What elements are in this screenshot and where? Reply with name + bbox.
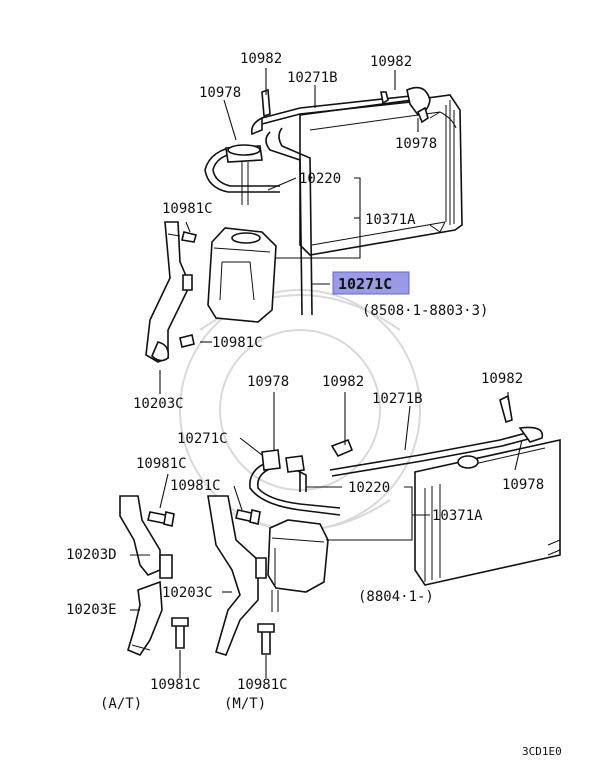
bolt-bottom-mid bbox=[235, 509, 261, 525]
label-10371a-bottom: 10371A bbox=[432, 508, 483, 524]
radiator-bottom bbox=[414, 439, 561, 586]
date-range-top: (8508·1-8803·3) bbox=[362, 303, 488, 319]
label-10982-top-right: 10982 bbox=[370, 54, 412, 70]
label-10271c-bottom: 10271C bbox=[177, 431, 228, 447]
variant-label-at: (A/T) bbox=[100, 696, 142, 712]
label-10982-bottom-right: 10982 bbox=[481, 371, 523, 387]
label-10220-top: 10220 bbox=[299, 171, 341, 187]
bracket-top bbox=[145, 221, 193, 363]
variant-label-mt: (M/T) bbox=[224, 696, 266, 712]
bracket-bottom-c bbox=[207, 495, 267, 656]
leaders-bottom bbox=[130, 392, 523, 678]
upper-hose-top bbox=[261, 86, 431, 125]
label-10371a-top: 10371A bbox=[365, 212, 416, 228]
upper-hose-bottom bbox=[329, 394, 544, 477]
label-10981c-bottom-top: 10981C bbox=[136, 456, 187, 472]
diagram-code: 3CD1E0 bbox=[522, 745, 562, 758]
label-10203c-bottom: 10203C bbox=[162, 585, 213, 601]
label-10981c-top-lower: 10981C bbox=[212, 335, 263, 351]
label-10271b-bottom: 10271B bbox=[372, 391, 423, 407]
bolt-top-upper bbox=[167, 231, 197, 243]
overflow-hose-bottom bbox=[249, 449, 341, 516]
date-range-bottom: (8804·1-) bbox=[358, 589, 434, 605]
label-10982-bottom-mid: 10982 bbox=[322, 374, 364, 390]
bracket-bottom-d bbox=[119, 495, 173, 579]
label-10978-bottom-left: 10978 bbox=[247, 374, 289, 390]
label-10978-bottom-right: 10978 bbox=[502, 477, 544, 493]
label-10982-top-left: 10982 bbox=[240, 51, 282, 67]
label-10271c-highlighted[interactable]: 10271C bbox=[338, 275, 392, 293]
label-10981c-top-upper: 10981C bbox=[162, 201, 213, 217]
overflow-hose-top bbox=[204, 88, 313, 316]
filler-neck-top bbox=[225, 144, 263, 205]
label-10220-bottom: 10220 bbox=[348, 480, 390, 496]
label-10978-top-left: 10978 bbox=[199, 85, 241, 101]
highlight-box-10271c bbox=[332, 271, 410, 295]
label-10981c-at: 10981C bbox=[150, 677, 201, 693]
bolt-bottom-at bbox=[171, 617, 189, 649]
label-10203d: 10203D bbox=[66, 547, 117, 563]
reservoir-tank-top bbox=[207, 227, 277, 323]
label-10981c-mt: 10981C bbox=[237, 677, 288, 693]
leaders-top bbox=[159, 68, 419, 394]
label-10271b-top: 10271B bbox=[287, 70, 338, 86]
label-10981c-bottom-mid: 10981C bbox=[170, 478, 221, 494]
bracket-bottom-e bbox=[127, 580, 163, 656]
bolt-bottom-mt bbox=[257, 623, 275, 655]
label-10203c-top: 10203C bbox=[133, 396, 184, 412]
label-10978-top-right: 10978 bbox=[395, 136, 437, 152]
bolt-bottom-top bbox=[147, 511, 175, 527]
reservoir-tank-bottom bbox=[267, 519, 329, 612]
label-10203e: 10203E bbox=[66, 602, 117, 618]
bolt-top-lower bbox=[179, 334, 195, 348]
